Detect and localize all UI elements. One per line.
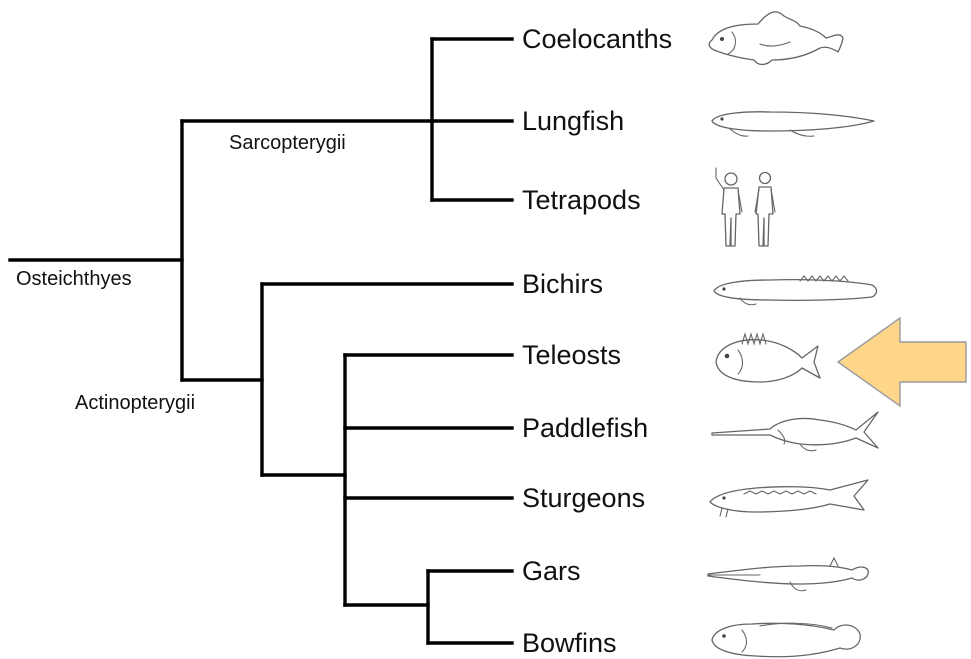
taxon-label-paddlefish: Paddlefish	[522, 413, 648, 443]
taxon-label-coelocanths: Coelocanths	[522, 24, 672, 54]
highlight-arrow-icon	[838, 318, 966, 406]
taxon-label-bichirs: Bichirs	[522, 269, 603, 299]
taxon-labels: Coelocanths Lungfish Tetrapods Bichirs T…	[522, 24, 672, 658]
tree-branches	[10, 39, 512, 643]
taxon-label-teleosts: Teleosts	[522, 340, 621, 370]
bowfin-icon	[712, 623, 860, 657]
root-label: Osteichthyes	[16, 268, 132, 290]
taxon-label-tetrapods: Tetrapods	[522, 185, 641, 215]
clade-label-sarcopterygii: Sarcopterygii	[229, 132, 346, 154]
gar-icon	[708, 558, 868, 591]
taxon-label-gars: Gars	[522, 556, 581, 586]
taxon-label-sturgeons: Sturgeons	[522, 483, 645, 513]
paddlefish-icon	[712, 412, 878, 451]
bichir-icon	[714, 276, 877, 305]
teleost-fish-icon	[716, 334, 820, 382]
coelacanth-icon	[709, 12, 843, 65]
clade-label-actinopterygii: Actinopterygii	[75, 392, 195, 414]
taxon-label-lungfish: Lungfish	[522, 106, 624, 136]
humans-icon	[716, 168, 775, 246]
sturgeon-icon	[710, 480, 868, 517]
taxon-label-bowfins: Bowfins	[522, 628, 617, 658]
lungfish-icon	[712, 112, 874, 136]
